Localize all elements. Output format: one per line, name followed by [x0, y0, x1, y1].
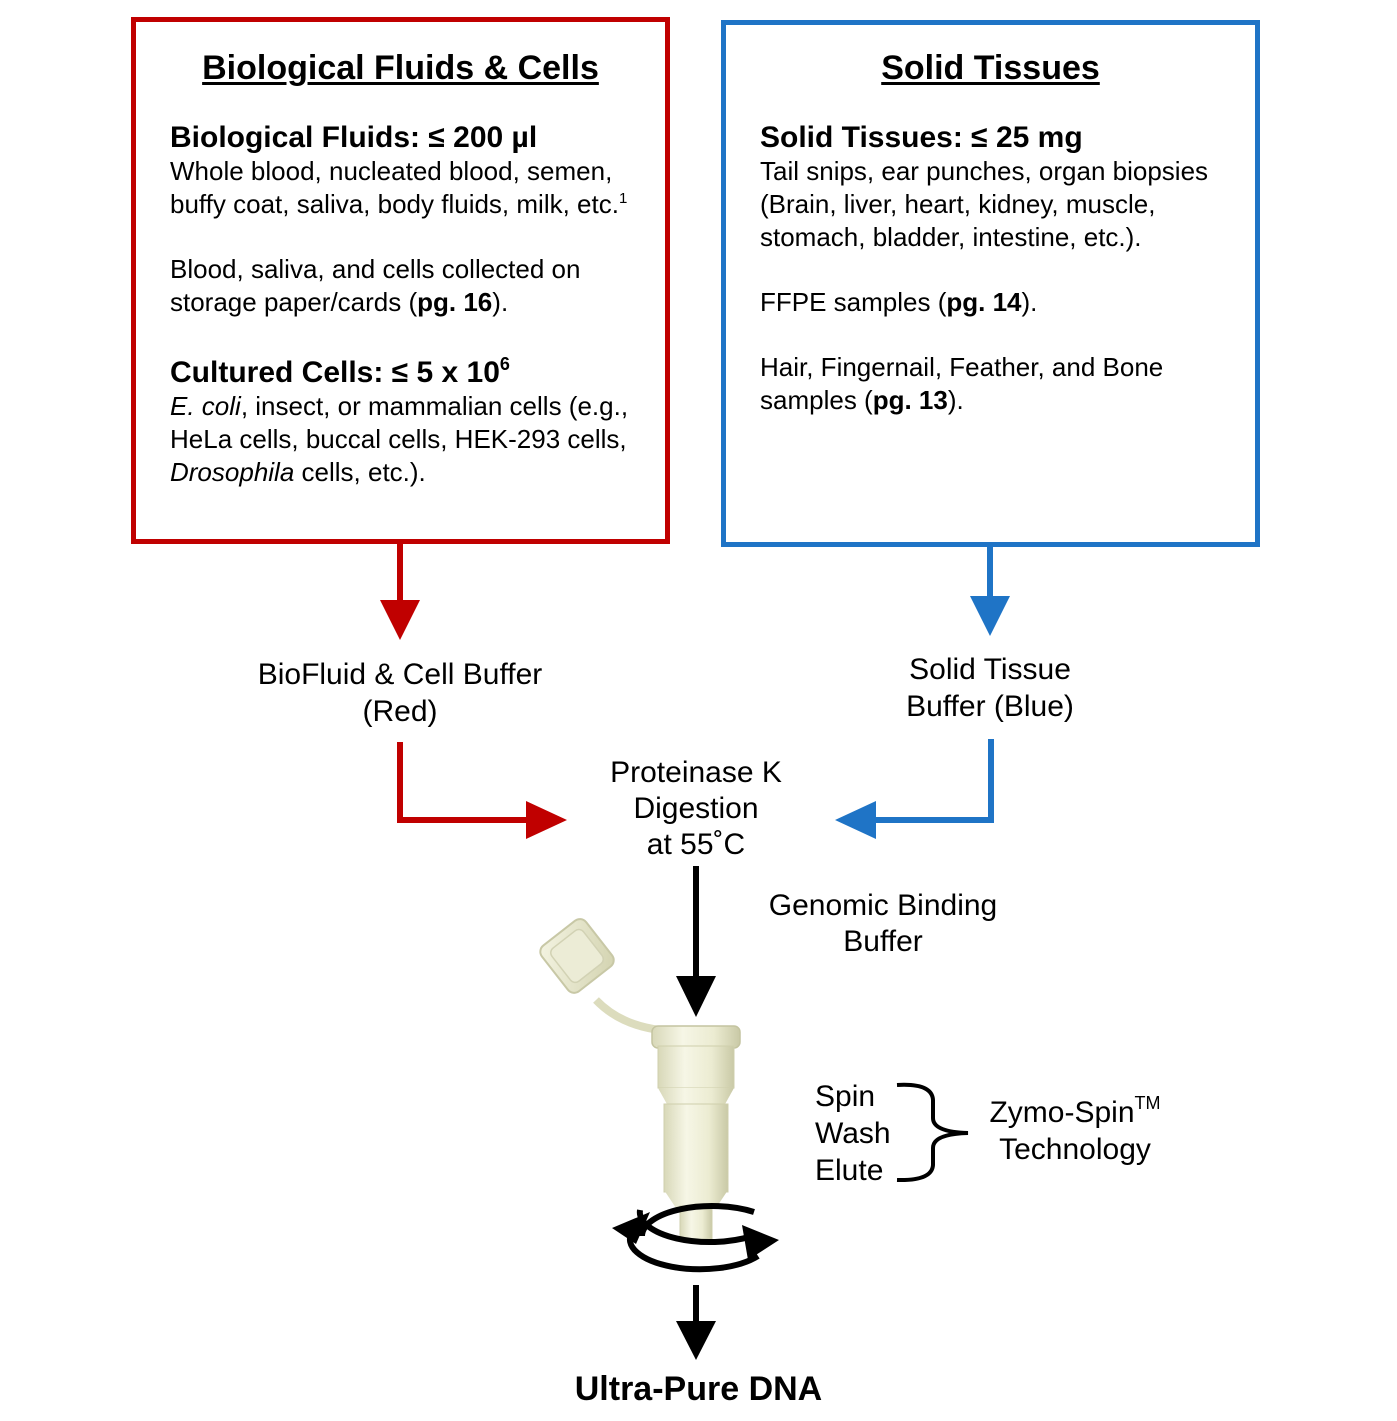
cards-text-end: ). [492, 287, 509, 317]
blue-buffer-line2: Buffer (Blue) [906, 690, 1074, 723]
cells-exponent: 6 [499, 354, 510, 374]
cells-ecoli: E. coli [170, 391, 241, 421]
fluids-heading: Biological Fluids: ≤ 200 µl [170, 121, 538, 154]
final-output-label: Ultra-Pure DNA [574, 1370, 823, 1408]
binding-line2: Buffer [843, 925, 923, 958]
ffpe-description: FFPE samples (pg. 14). [760, 286, 1231, 319]
red-buffer-label: BioFluid & Cell Buffer (Red) [200, 656, 600, 730]
digestion-line1: Proteinase K [610, 756, 782, 789]
step-elute: Elute [815, 1154, 884, 1187]
technology-line2: Technology [999, 1133, 1151, 1166]
hair-text-end: ). [947, 385, 964, 415]
blue-arrow-down [970, 547, 1010, 636]
cards-description: Blood, saliva, and cells collected on st… [170, 253, 645, 319]
binding-buffer-label: Genomic Binding Buffer [743, 888, 1023, 960]
fluids-description: Whole blood, nucleated blood, semen, buf… [170, 155, 645, 221]
cells-description: E. coli, insect, or mammalian cells (e.g… [170, 390, 645, 489]
box-title-biological-fluids: Biological Fluids & Cells [202, 49, 599, 87]
digestion-line2: Digestion [633, 792, 759, 825]
fluids-footnote: 1 [618, 190, 628, 207]
rotation-arrows-icon [612, 1203, 779, 1273]
technology-name: Zymo-Spin [989, 1096, 1135, 1129]
solid-tissues-box: Solid Tissues Solid Tissues: ≤ 25 mg Tai… [721, 20, 1260, 547]
cards-text: Blood, saliva, and cells collected on st… [170, 254, 581, 317]
tissues-heading: Solid Tissues: ≤ 25 mg [760, 121, 1083, 154]
technology-label: Zymo-SpinTM Technology [970, 1094, 1180, 1168]
spin-column-image [539, 918, 741, 1241]
cells-heading: Cultured Cells: ≤ 5 x 106 [170, 355, 645, 390]
technology-line1: Zymo-SpinTM [970, 1094, 1180, 1131]
black-arrow-to-dna [676, 1285, 716, 1360]
ffpe-text: FFPE samples ( [760, 287, 947, 317]
cells-text: , insect, or mammalian cells (e.g., HeLa… [170, 391, 629, 454]
curly-brace-icon [896, 1082, 969, 1183]
cells-text-end: cells, etc.). [294, 457, 426, 487]
digestion-line3: at 55˚C [646, 828, 746, 861]
hair-page-ref: pg. 13 [872, 385, 948, 415]
step-spin: Spin [815, 1080, 876, 1113]
cells-drosophila: Drosophila [170, 457, 295, 487]
biological-fluids-body: Biological Fluids: ≤ 200 µl Whole blood,… [170, 120, 645, 489]
ffpe-text-end: ). [1021, 287, 1038, 317]
cells-heading-text: Cultured Cells: ≤ 5 x 10 [170, 356, 500, 389]
solid-tissues-body: Solid Tissues: ≤ 25 mg Tail snips, ear p… [760, 120, 1231, 417]
blue-arrow-to-digestion [835, 739, 994, 839]
box-title-solid-tissues: Solid Tissues [881, 49, 1100, 87]
blue-buffer-label: Solid Tissue Buffer (Blue) [840, 651, 1140, 725]
binding-line1: Genomic Binding [768, 889, 998, 922]
black-arrow-to-column [676, 866, 716, 1017]
red-arrow-to-digestion [397, 742, 567, 839]
step-wash: Wash [815, 1117, 891, 1150]
red-buffer-line2: (Red) [362, 695, 438, 728]
red-buffer-line1: BioFluid & Cell Buffer [257, 658, 543, 691]
digestion-label: Proteinase K Digestion at 55˚C [556, 755, 836, 863]
hair-description: Hair, Fingernail, Feather, and Bone samp… [760, 351, 1231, 417]
hair-text: Hair, Fingernail, Feather, and Bone samp… [760, 352, 1164, 415]
tissues-description: Tail snips, ear punches, organ biopsies … [760, 156, 1209, 252]
red-arrow-down [380, 544, 420, 640]
ffpe-page-ref: pg. 14 [946, 287, 1022, 317]
fluids-text: Whole blood, nucleated blood, semen, buf… [170, 156, 619, 219]
cards-page-ref: pg. 16 [417, 287, 493, 317]
biological-fluids-box: Biological Fluids & Cells Biological Flu… [131, 17, 670, 544]
trademark-mark: TM [1134, 1093, 1161, 1113]
blue-buffer-line1: Solid Tissue [909, 653, 1071, 686]
